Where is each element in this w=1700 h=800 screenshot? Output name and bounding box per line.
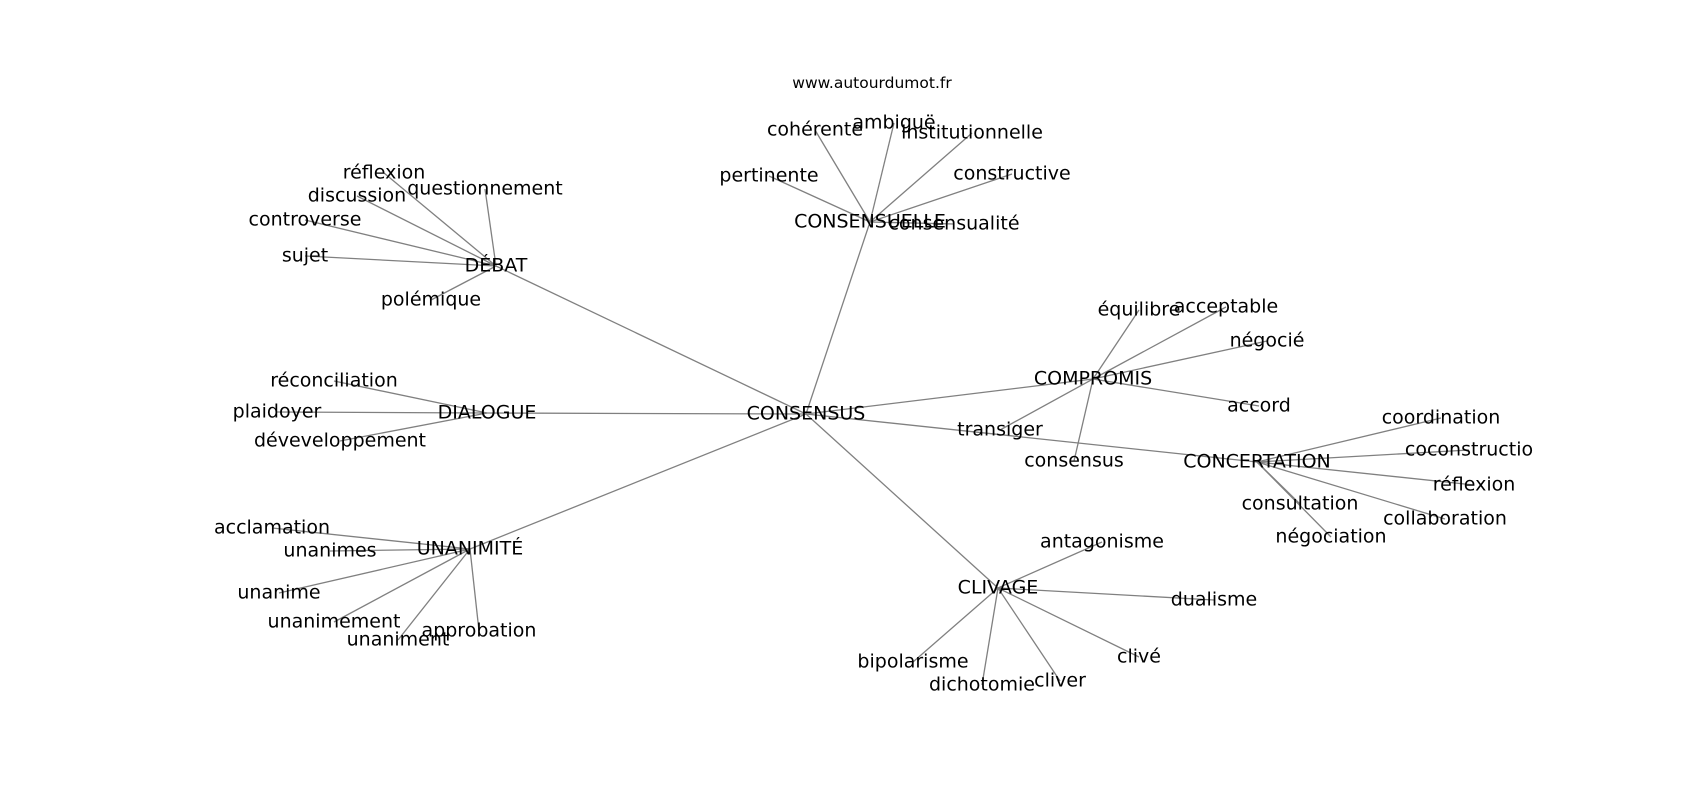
node-word-concertation-collaboration[interactable]: collaboration	[1383, 508, 1507, 530]
edge-center-compromis	[805, 378, 1094, 415]
edge-clivage-bipolarisme	[912, 587, 999, 663]
node-word-compromis-accord[interactable]: accord	[1227, 395, 1291, 417]
edge-dialogue-reconciliation	[333, 380, 488, 414]
node-word-concertation-coconstructio[interactable]: coconstructio	[1405, 439, 1533, 461]
node-word-consensuelle-ambigue[interactable]: ambiguë	[852, 112, 935, 134]
node-word-concertation-consultation[interactable]: consultation	[1242, 493, 1359, 515]
edge-compromis-acceptable	[1092, 306, 1227, 380]
node-cluster-clivage[interactable]: CLIVAGE	[958, 577, 1039, 599]
node-word-compromis-negocie[interactable]: négocié	[1230, 330, 1305, 352]
node-cluster-unanimite[interactable]: UNANIMITÉ	[417, 537, 524, 560]
node-word-debat-polemique[interactable]: polémique	[381, 289, 481, 311]
edge-dialogue-deveveloppement	[339, 412, 488, 442]
edge-debat-questionnement	[484, 188, 497, 267]
edge-debat-controverse	[304, 219, 497, 267]
edge-clivage-antagonisme	[997, 541, 1103, 589]
edge-center-unanimite	[469, 413, 807, 550]
edge-unanimite-unanimes	[329, 548, 471, 552]
node-word-clivage-cliver[interactable]: cliver	[1034, 670, 1086, 692]
node-word-unanimite-acclamation[interactable]: acclamation	[214, 517, 330, 539]
edge-unanimite-unaniment	[397, 548, 471, 641]
edge-compromis-negocie	[1092, 340, 1268, 380]
node-cluster-dialogue[interactable]: DIALOGUE	[438, 402, 537, 424]
edge-unanimite-unanimement	[333, 548, 471, 623]
node-word-compromis-consensus[interactable]: consensus	[1024, 450, 1124, 472]
edge-consensuelle-coherente	[814, 129, 871, 223]
node-word-dialogue-plaidoyer[interactable]: plaidoyer	[233, 401, 322, 423]
node-center-consensus[interactable]: CONSENSUS	[747, 403, 866, 425]
edge-clivage-clive	[997, 587, 1140, 658]
node-word-compromis-equilibre[interactable]: équilibre	[1098, 299, 1181, 321]
edge-concertation-collaboration	[1256, 461, 1446, 520]
node-word-consensuelle-institutionnelle[interactable]: institutionnelle	[901, 122, 1043, 144]
edge-center-dialogue	[486, 412, 807, 415]
site-url: www.autourdumot.fr	[792, 74, 952, 92]
edge-consensuelle-pertinente	[768, 175, 871, 223]
edge-compromis-equilibre	[1092, 309, 1140, 380]
node-word-concertation-negociation[interactable]: négociation	[1275, 526, 1386, 548]
node-word-consensuelle-constructive[interactable]: constructive	[953, 163, 1070, 185]
node-word-unanimite-unaniment[interactable]: unaniment	[347, 629, 450, 651]
node-word-debat-sujet[interactable]: sujet	[282, 245, 328, 267]
node-word-consensuelle-pertinente[interactable]: pertinente	[719, 165, 818, 187]
node-word-compromis-transiger[interactable]: transiger	[957, 419, 1043, 441]
edge-compromis-consensus	[1073, 378, 1094, 462]
edge-clivage-dualisme	[997, 587, 1215, 601]
node-word-consensuelle-consensualite[interactable]: consensualité	[888, 213, 1019, 235]
graph-labels: CONSENSUSDÉBATréflexionquestionnementdis…	[214, 112, 1533, 696]
edge-consensuelle-consensualite	[869, 221, 955, 225]
node-word-concertation-coordination[interactable]: coordination	[1382, 407, 1501, 429]
edge-compromis-transiger	[999, 378, 1094, 431]
node-word-debat-reflexion[interactable]: réflexion	[343, 162, 426, 184]
edge-clivage-dichotomie	[981, 587, 999, 686]
node-word-dialogue-deveveloppement[interactable]: déveveloppement	[254, 430, 426, 452]
edge-consensuelle-ambigue	[869, 122, 895, 223]
edge-debat-discussion	[356, 195, 497, 267]
edge-debat-sujet	[304, 255, 497, 267]
node-word-debat-questionnement[interactable]: questionnement	[407, 178, 563, 200]
edge-consensuelle-institutionnelle	[869, 132, 973, 223]
edge-consensuelle-constructive	[869, 173, 1013, 223]
edge-clivage-cliver	[997, 587, 1061, 682]
node-word-clivage-clive[interactable]: clivé	[1117, 646, 1161, 668]
edge-debat-reflexion	[383, 172, 497, 267]
node-word-debat-controverse[interactable]: controverse	[249, 209, 362, 231]
edge-concertation-coconstructio	[1256, 449, 1470, 463]
node-word-unanimite-unanimement[interactable]: unanimement	[268, 611, 401, 633]
edge-center-debat	[495, 265, 807, 415]
edge-compromis-accord	[1092, 378, 1260, 407]
edge-unanimite-unanime	[278, 548, 471, 594]
node-word-clivage-dualisme[interactable]: dualisme	[1171, 589, 1257, 611]
node-word-concertation-reflexion[interactable]: réflexion	[1433, 474, 1516, 496]
node-word-compromis-acceptable[interactable]: acceptable	[1174, 296, 1278, 318]
edge-dialogue-plaidoyer	[276, 411, 488, 414]
node-cluster-consensuelle[interactable]: CONSENSUELLE	[794, 211, 946, 233]
node-word-debat-discussion[interactable]: discussion	[308, 185, 406, 207]
edge-concertation-coordination	[1256, 417, 1442, 463]
node-word-unanimite-approbation[interactable]: approbation	[422, 620, 537, 642]
edge-unanimite-acclamation	[271, 527, 471, 550]
edge-unanimite-approbation	[469, 548, 480, 632]
node-word-clivage-dichotomie[interactable]: dichotomie	[929, 674, 1035, 696]
edge-concertation-reflexion	[1256, 461, 1475, 486]
node-word-consensuelle-coherente[interactable]: cohérente	[767, 119, 863, 141]
node-word-unanimite-unanime[interactable]: unanime	[237, 582, 320, 604]
node-word-dialogue-reconciliation[interactable]: réconciliation	[270, 370, 398, 392]
node-cluster-debat[interactable]: DÉBAT	[465, 254, 528, 277]
node-cluster-compromis[interactable]: COMPROMIS	[1034, 368, 1152, 390]
edge-center-concertation	[805, 413, 1258, 463]
node-word-unanimite-unanimes[interactable]: unanimes	[283, 540, 376, 562]
edge-debat-polemique	[430, 265, 497, 301]
edge-center-clivage	[805, 413, 999, 589]
graph-edges	[271, 122, 1475, 686]
node-word-clivage-bipolarisme[interactable]: bipolarisme	[857, 651, 968, 673]
node-cluster-concertation[interactable]: CONCERTATION	[1183, 451, 1331, 473]
node-word-clivage-antagonisme[interactable]: antagonisme	[1040, 531, 1164, 553]
edge-center-consensuelle	[805, 221, 871, 415]
edge-concertation-negociation	[1256, 461, 1332, 538]
